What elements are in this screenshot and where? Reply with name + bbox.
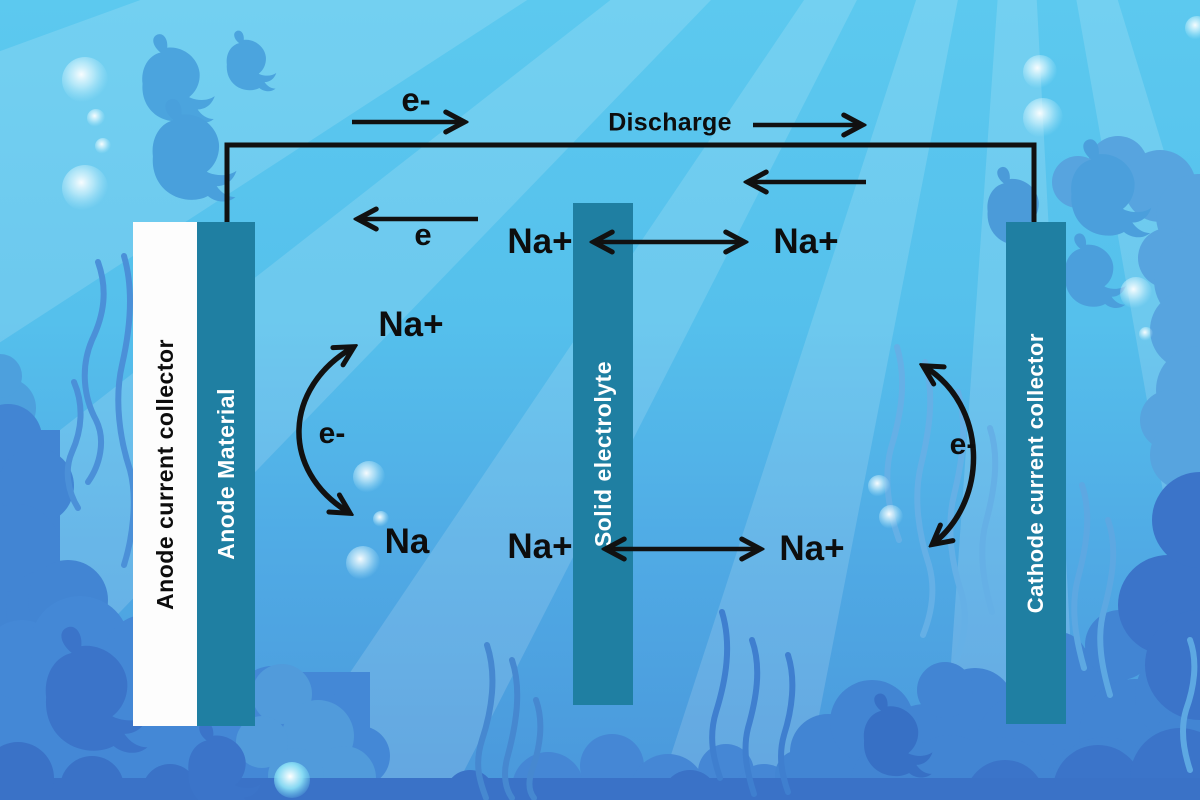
bubbles	[62, 16, 1200, 798]
solid-electrolyte-layer: Solid electrolyte	[573, 203, 633, 705]
discharge-label: Discharge	[608, 108, 732, 137]
coral-top-right	[1052, 136, 1200, 490]
anode-material-layer: Anode Material	[197, 222, 255, 726]
electron-top-label: e-	[401, 81, 431, 118]
electron-arc-right	[925, 367, 977, 543]
na-ion-released: Na+	[378, 305, 444, 344]
na-ion-bottom-right: Na+	[779, 529, 845, 568]
coral-bottom-left-light	[236, 664, 376, 800]
electron-arc-left-label: e-	[318, 417, 346, 450]
electron-return-label: e	[414, 217, 432, 252]
electron-arc-right-label: e-	[949, 428, 977, 461]
electron-arc-left	[296, 348, 352, 512]
cathode-current-collector-layer: Cathode current collector	[1006, 222, 1066, 724]
na-ion-top-right: Na+	[773, 222, 839, 261]
na-atom-deposited: Na	[384, 522, 430, 561]
na-ion-top-left: Na+	[507, 222, 573, 261]
anode-current-collector-layer: Anode current collector	[133, 222, 197, 726]
na-ion-bottom-left: Na+	[507, 527, 573, 566]
seaweed	[64, 253, 1198, 800]
